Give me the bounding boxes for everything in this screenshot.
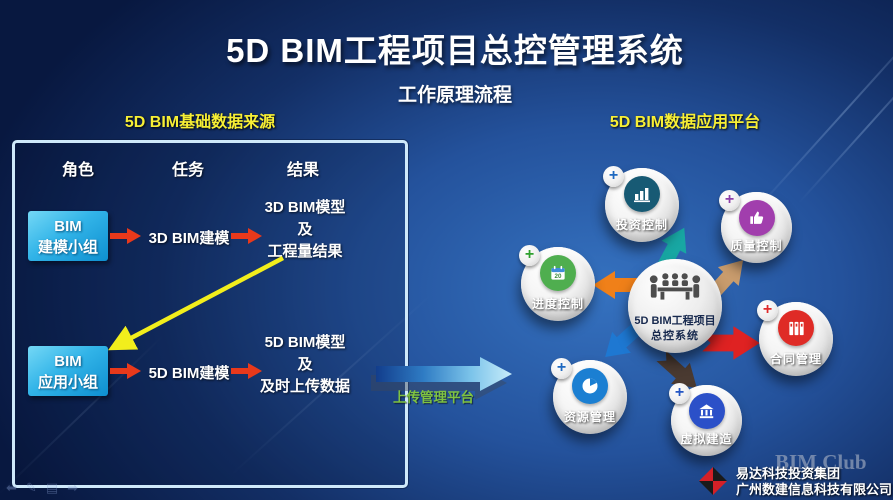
company-name-group: 易达科技投资集团 xyxy=(736,466,841,481)
next-slide-icon[interactable]: ➡ xyxy=(67,480,79,495)
calendar-day: 20 xyxy=(555,273,562,280)
plus-icon: + xyxy=(762,301,773,318)
contract-files-icon xyxy=(778,310,814,346)
satellite-label: 进度控制 xyxy=(531,297,584,311)
bar-chart-icon xyxy=(624,176,660,212)
red-arrow-icon xyxy=(231,363,262,379)
circle-virtual-construction: + 虚拟建造 xyxy=(669,383,742,456)
result-line: 3D BIM模型 xyxy=(264,199,346,216)
satellite-label: 投资控制 xyxy=(615,218,668,232)
company-logo-icon xyxy=(699,467,727,495)
result-text: 5D BIM模型 及 及时上传数据 xyxy=(253,332,357,398)
task-text: 3D BIM建模 xyxy=(148,230,230,247)
plus-badge: + xyxy=(603,166,624,187)
result-line: 及时上传数据 xyxy=(259,378,350,395)
red-arrow-icon xyxy=(110,228,141,244)
satellite-label: 合同管理 xyxy=(769,352,822,366)
result-line: 5D BIM模型 xyxy=(264,334,346,351)
role-box-application-team: BIM 应用小组 xyxy=(28,346,108,396)
column-header-task: 任务 xyxy=(171,162,204,179)
plus-badge: + xyxy=(551,358,572,379)
company-name-subsidiary: 广州数建信息科技有限公司 xyxy=(736,482,893,497)
circle-resource-management: + 资源管理 xyxy=(551,358,627,434)
role-line: 应用小组 xyxy=(37,374,98,391)
result-line: 及 xyxy=(297,356,313,373)
thumbs-up-icon xyxy=(738,200,775,236)
bank-building-icon xyxy=(688,393,725,429)
plus-icon: + xyxy=(608,167,619,184)
page-subtitle: 工作原理流程 xyxy=(397,85,512,106)
satellite-label: 资源管理 xyxy=(563,410,616,424)
pen-tool-icon[interactable]: ✎ xyxy=(25,480,37,495)
meeting-table-icon xyxy=(649,273,701,300)
plus-icon: + xyxy=(724,191,735,208)
right-section-header: 5D BIM数据应用平台 xyxy=(609,114,761,131)
role-box-modeling-team: BIM 建模小组 xyxy=(28,211,108,261)
satellite-label: 质量控制 xyxy=(730,239,783,253)
red-arrow-icon xyxy=(231,228,262,244)
circle-quality-control: + 质量控制 xyxy=(719,190,792,263)
upload-platform-label: 上传管理平台 xyxy=(393,390,474,405)
circle-contract-management: + 合同管理 xyxy=(757,300,833,376)
footer: 易达科技投资集团 广州数建信息科技有限公司 xyxy=(698,466,892,498)
result-line: 及 xyxy=(297,221,313,238)
pie-chart-icon xyxy=(572,368,608,404)
plus-icon: + xyxy=(674,384,685,401)
plus-badge: + xyxy=(757,300,778,321)
plus-badge: + xyxy=(669,383,690,404)
role-line: BIM xyxy=(54,218,82,235)
left-section-header: 5D BIM基础数据来源 xyxy=(124,114,276,131)
plus-icon: + xyxy=(524,246,535,263)
previous-slide-icon[interactable]: ⬅ xyxy=(6,480,17,495)
plus-badge: + xyxy=(519,245,540,266)
column-header-result: 结果 xyxy=(286,162,319,179)
task-text: 5D BIM建模 xyxy=(148,365,230,382)
hub-master-control-system: 5D BIM工程项目 总控系统 xyxy=(628,259,722,353)
data-source-panel: 角色 任务 结果 BIM 建模小组 3D BIM建模 3D BIM模型 及 工程… xyxy=(12,140,408,488)
result-line: 工程量结果 xyxy=(267,243,343,260)
column-header-role: 角色 xyxy=(61,162,94,179)
plus-icon: + xyxy=(556,359,567,376)
circle-schedule-control: + 20 进度控制 xyxy=(519,245,595,321)
red-arrow-icon xyxy=(110,363,141,379)
role-line: 建模小组 xyxy=(37,239,98,256)
plus-badge: + xyxy=(719,190,740,211)
slideshow-navbar: ⬅ ✎ ▤ ➡ xyxy=(6,480,78,496)
hub-label-line1: 5D BIM工程项目 xyxy=(634,315,716,327)
result-text: 3D BIM模型 及 工程量结果 xyxy=(253,197,357,263)
satellite-label: 虚拟建造 xyxy=(680,432,733,446)
hub-label-line2: 总控系统 xyxy=(651,330,699,342)
role-line: BIM xyxy=(54,353,82,370)
watermark: BIM Club xyxy=(775,450,867,474)
page-title: 5D BIM工程项目总控管理系统 xyxy=(226,32,684,69)
slide-overview-icon[interactable]: ▤ xyxy=(45,480,59,495)
calendar-icon: 20 xyxy=(540,255,576,291)
circle-investment-control: + 投资控制 xyxy=(603,166,679,242)
